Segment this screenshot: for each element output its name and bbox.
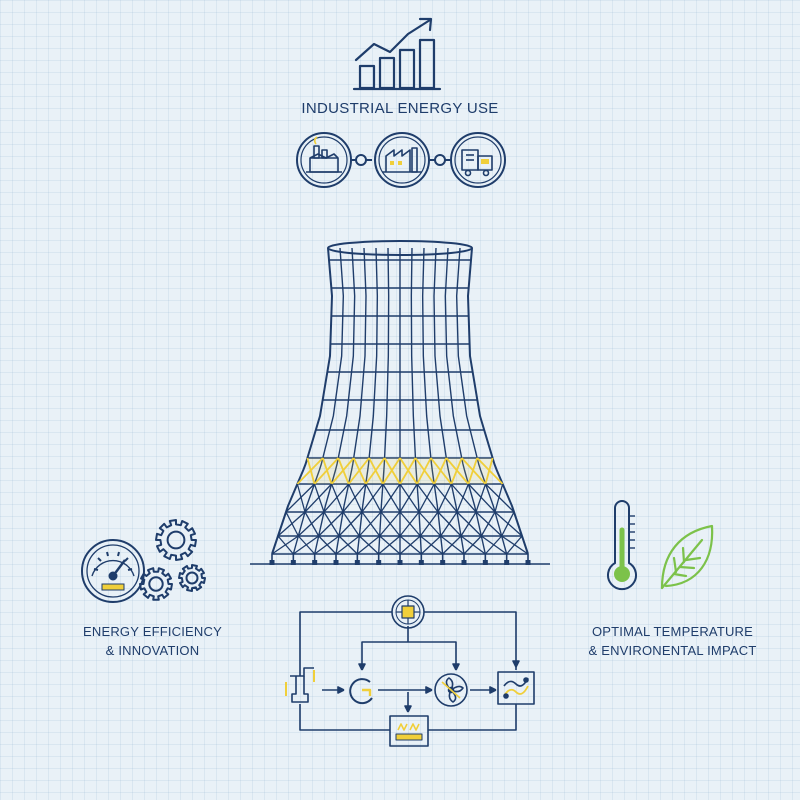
energy-efficiency-line2: & INNOVATION xyxy=(105,643,200,658)
factory-icon xyxy=(382,147,422,173)
bar-chart-trend-icon xyxy=(352,17,442,91)
process-chain xyxy=(296,132,506,188)
industrial-energy-use-title: INDUSTRIAL ENERGY USE xyxy=(301,100,499,117)
energy-output-icon xyxy=(389,715,429,747)
cooling-tower-icon xyxy=(250,240,550,565)
gauge-icon xyxy=(81,539,145,603)
optimal-temperature-line2: & ENVIRONENTAL IMPACT xyxy=(588,643,757,658)
machinery-icon xyxy=(461,149,493,177)
gear-icon xyxy=(139,567,173,601)
optimal-temperature-label: OPTIMAL TEMPERATURE & ENVIRONENTAL IMPAC… xyxy=(560,622,785,660)
water-pipe-icon xyxy=(285,667,315,703)
energy-efficiency-label: ENERGY EFFICIENCY & INNOVATION xyxy=(60,622,245,660)
generator-icon xyxy=(349,678,373,705)
fan-icon xyxy=(434,673,468,707)
thermometer-icon xyxy=(607,500,637,591)
heat-exchanger-icon xyxy=(497,671,535,705)
gear-icon xyxy=(178,564,206,592)
gears-group xyxy=(139,519,206,601)
flow-diagram xyxy=(285,595,535,747)
optimal-temperature-line1: OPTIMAL TEMPERATURE xyxy=(591,624,754,639)
gear-icon xyxy=(155,519,197,561)
leaf-icon xyxy=(660,524,714,590)
central-processor-icon xyxy=(391,595,425,629)
industrial-plant-icon xyxy=(306,136,342,173)
energy-efficiency-line1: ENERGY EFFICIENCY xyxy=(83,624,222,639)
